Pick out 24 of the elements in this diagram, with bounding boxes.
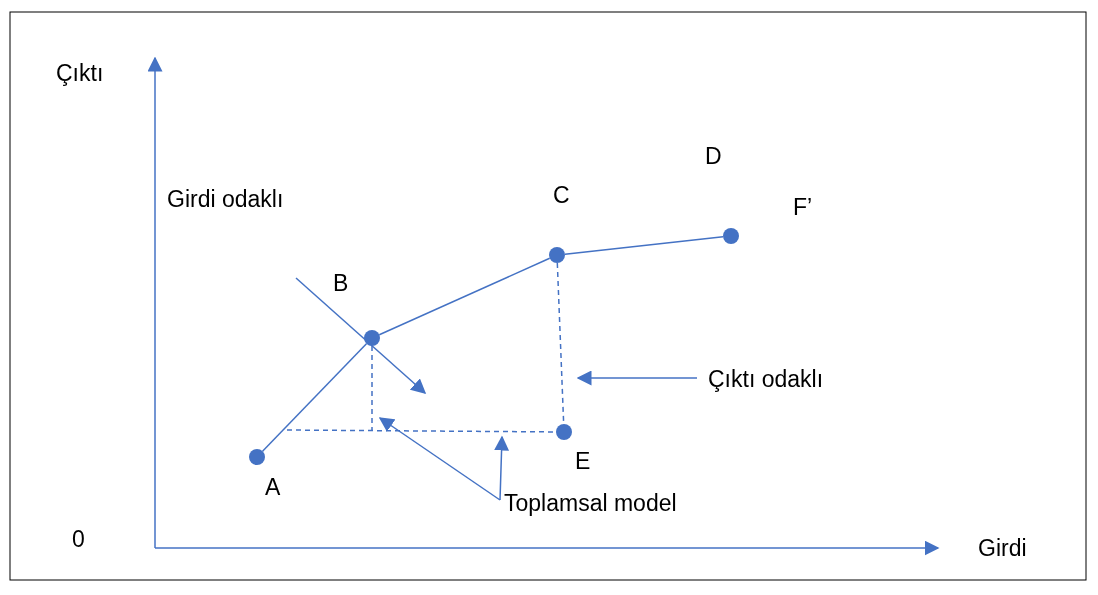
point-label: D: [705, 145, 722, 168]
point-label: B: [333, 272, 349, 295]
data-point-marker: [556, 424, 572, 440]
annotation-text: Girdi odaklı: [167, 188, 284, 211]
axis-label: Girdi: [978, 537, 1027, 560]
arrow: [576, 370, 698, 386]
annotation-text: Toplamsal model: [504, 492, 677, 515]
frontier-line: [378, 257, 551, 336]
point-label: E: [575, 450, 591, 473]
frontier-line: [564, 236, 724, 255]
data-point-marker: [249, 449, 265, 465]
point-label: A: [265, 476, 281, 499]
dashed-line: [371, 345, 373, 431]
data-point-marker: [723, 228, 739, 244]
axis-label: Çıktı: [56, 62, 104, 85]
frontier-line: [261, 343, 368, 452]
data-point-marker: [549, 247, 565, 263]
data-point-marker: [364, 330, 380, 346]
arrow: [378, 417, 501, 501]
axis-label: 0: [72, 528, 85, 551]
arrow: [494, 435, 510, 501]
annotation-text: Çıktı odaklı: [708, 368, 824, 391]
point-label: C: [553, 184, 570, 207]
point-label: F’: [793, 196, 813, 219]
